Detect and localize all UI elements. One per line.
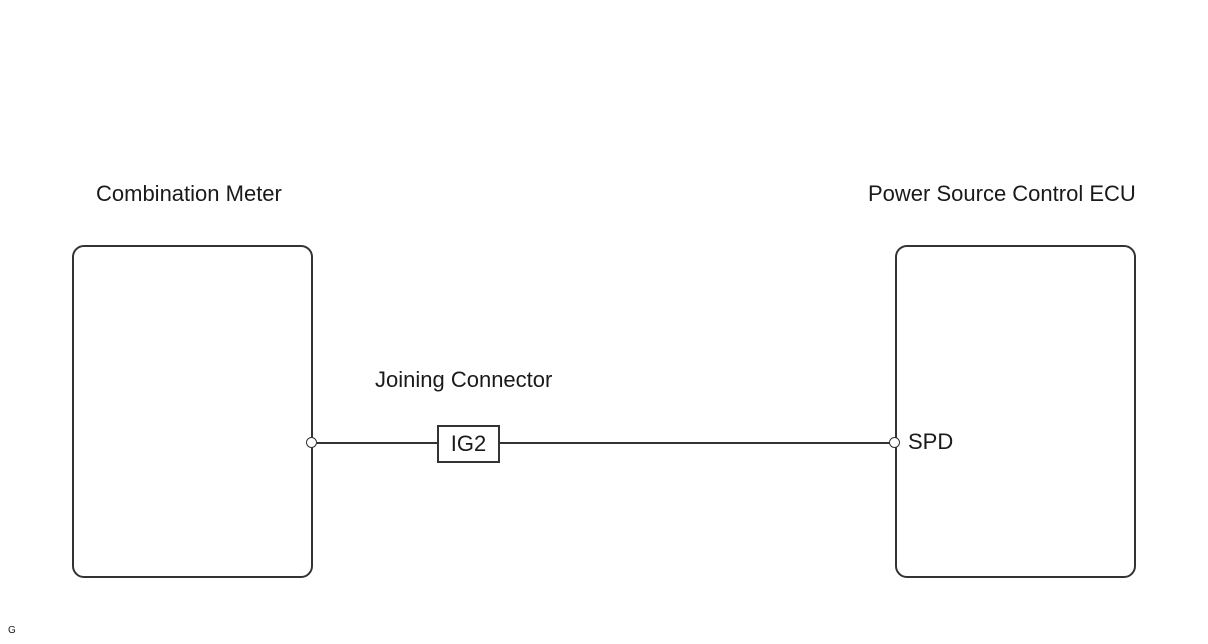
ecu-terminal-pin: [889, 437, 900, 448]
power-source-ecu-title: Power Source Control ECU: [868, 181, 1136, 206]
joining-connector-title: Joining Connector: [375, 367, 553, 392]
power-source-ecu-box: [895, 245, 1136, 578]
figure-corner-code: G: [8, 625, 16, 636]
combination-meter-title: Combination Meter: [96, 181, 282, 206]
wire-meter-to-connector: [317, 442, 437, 444]
wire-connector-to-ecu: [500, 442, 891, 444]
joining-connector-terminal: IG2: [437, 425, 500, 463]
spd-terminal-label: SPD: [908, 429, 954, 454]
meter-terminal-pin: [306, 437, 317, 448]
combination-meter-box: [72, 245, 313, 578]
